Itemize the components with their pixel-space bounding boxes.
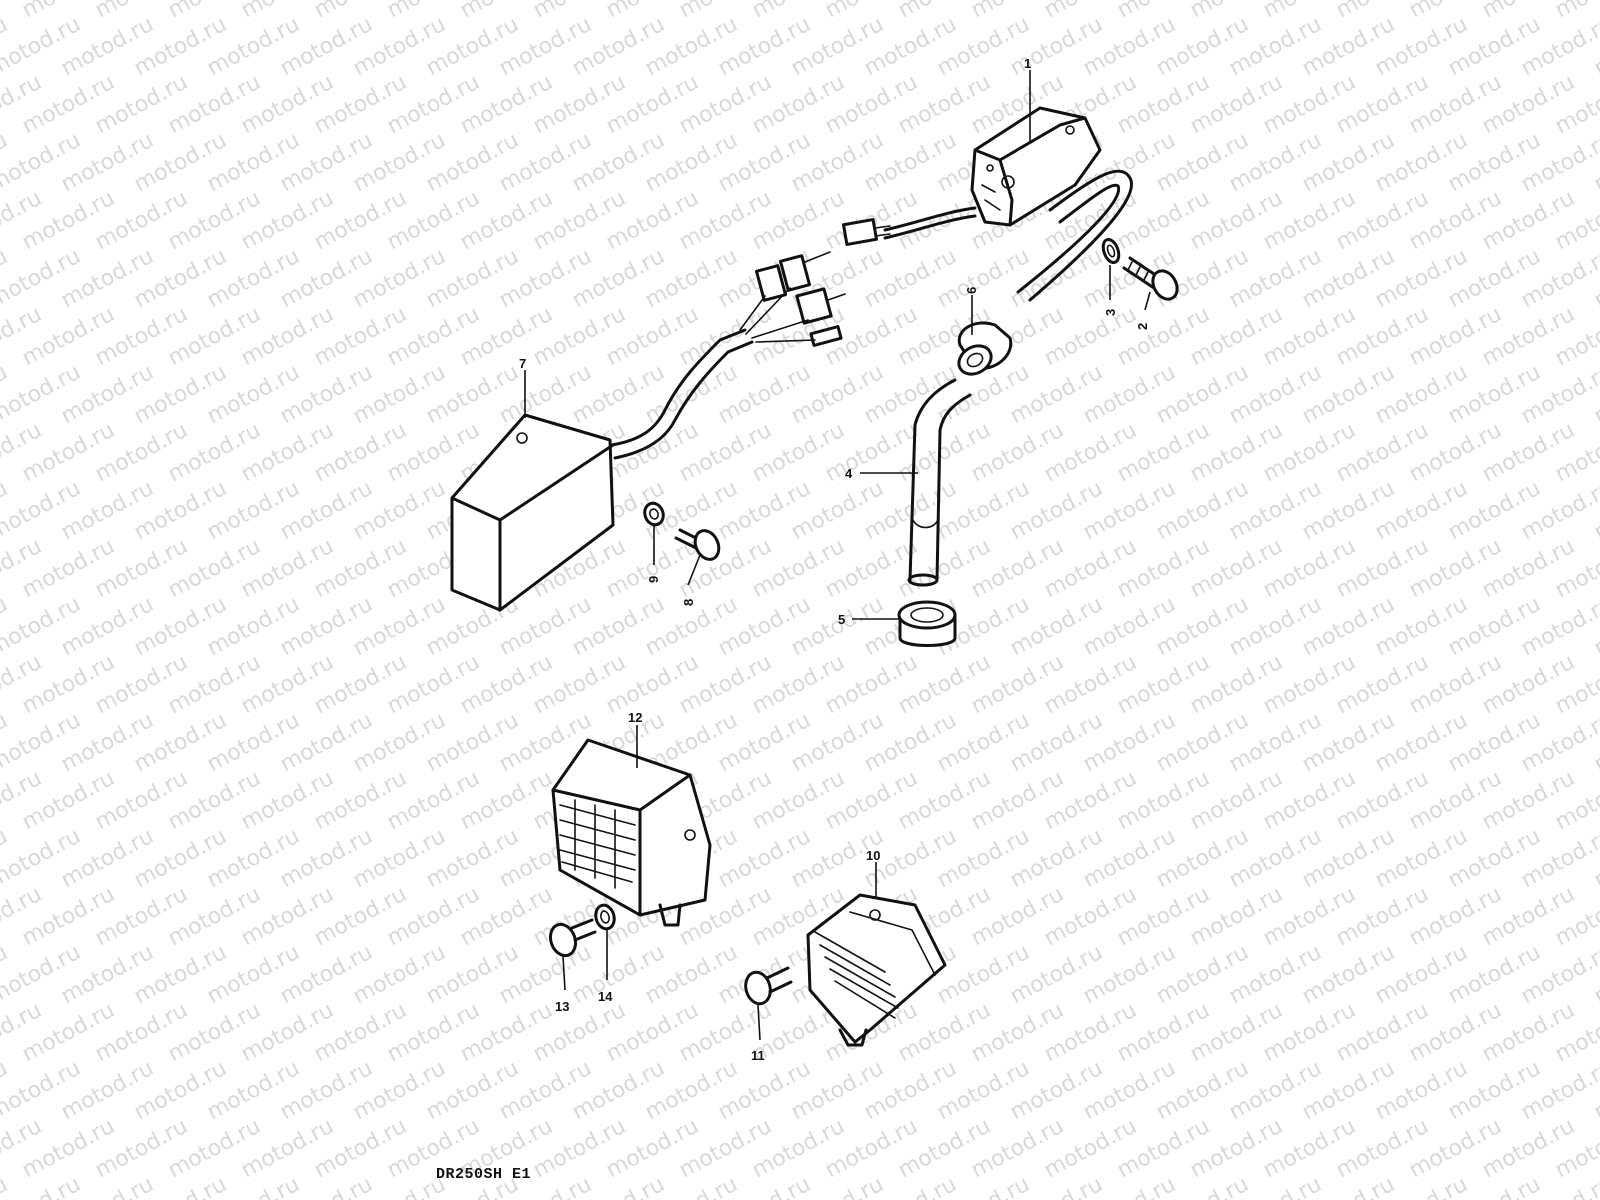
callout-5: 5 (838, 612, 845, 627)
part-2-bolt (1122, 256, 1179, 301)
watermark-text: motod.ru (0, 1172, 12, 1200)
part-5-collar (897, 600, 957, 647)
callout-13: 13 (555, 999, 569, 1014)
part-4-hose (907, 378, 972, 587)
callout-8: 8 (681, 599, 696, 606)
model-code-caption: DR250SH E1 (436, 1166, 531, 1183)
part-11-bolt (744, 966, 793, 1006)
callout-9: 9 (646, 576, 661, 583)
callout-6: 6 (964, 287, 979, 294)
part-3-washer (1101, 237, 1121, 265)
callout-7: 7 (519, 356, 526, 371)
callout-leaders (524, 70, 1151, 1041)
callout-14: 14 (598, 989, 613, 1004)
part-14-washer (594, 903, 616, 931)
part-1-cdi-unit (841, 106, 1133, 302)
part-13-bolt (548, 918, 597, 958)
callout-4: 4 (845, 466, 853, 481)
callout-11: 11 (751, 1048, 765, 1063)
callout-2: 2 (1135, 323, 1150, 330)
part-8-bolt (674, 528, 721, 561)
part-9-washer (643, 501, 665, 527)
part-12-regulator (551, 738, 712, 927)
callout-3: 3 (1103, 309, 1118, 316)
callout-12: 12 (628, 710, 642, 725)
callout-labels: 1 2 3 4 5 6 7 8 9 10 11 12 13 14 (519, 56, 1150, 1063)
callout-10: 10 (866, 848, 880, 863)
callout-1: 1 (1024, 56, 1031, 71)
part-10-finned-unit (806, 893, 947, 1047)
